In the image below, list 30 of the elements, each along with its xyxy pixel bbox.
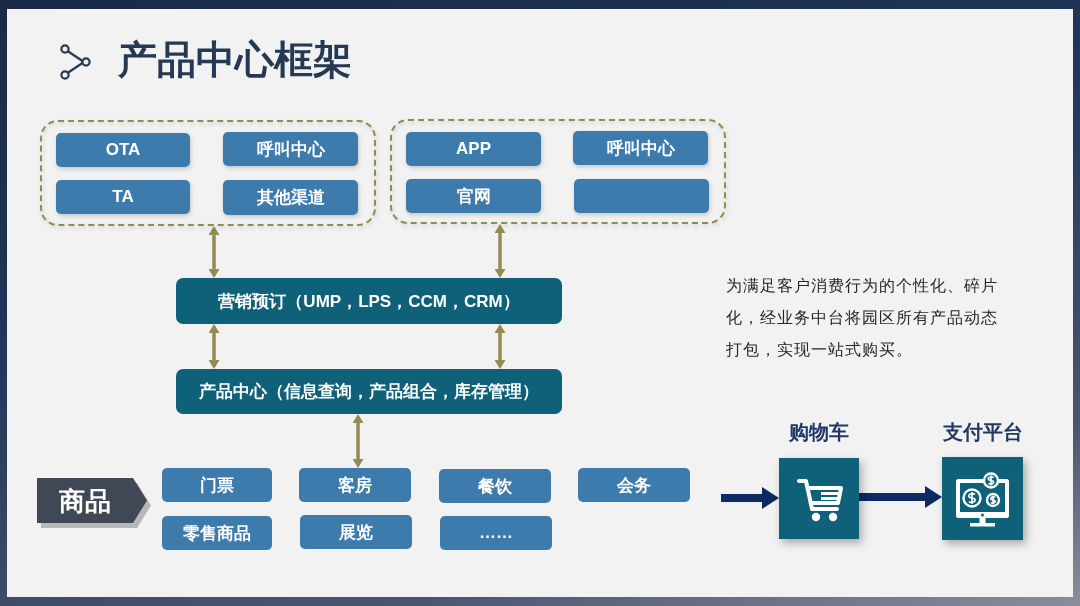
- item-box: 其他渠道: [223, 180, 358, 215]
- double-arrow: [494, 324, 506, 369]
- item-box: TA: [56, 180, 190, 214]
- arrow-tag: 商品: [37, 478, 151, 528]
- process-box: 产品中心（信息查询，产品组合，库存管理）: [176, 369, 562, 414]
- arrow: [859, 486, 942, 508]
- dashed-frame: [390, 119, 726, 224]
- item-box: 客房: [299, 468, 411, 502]
- dashed-frame: [40, 120, 376, 226]
- item-box: 门票: [162, 468, 272, 502]
- item-box: 餐饮: [439, 469, 551, 503]
- item-box: 呼叫中心: [573, 131, 708, 165]
- double-arrow: [494, 224, 506, 278]
- tile-heading: 支付平台: [942, 420, 1023, 445]
- item-box: OTA: [56, 133, 190, 167]
- tile-heading: 购物车: [788, 420, 850, 445]
- item-box: 官网: [406, 179, 541, 213]
- double-arrow: [208, 226, 220, 278]
- process-box: 营销预订（UMP，LPS，CCM，CRM）: [176, 278, 562, 324]
- double-arrow: [352, 414, 364, 468]
- double-arrow: [208, 324, 220, 369]
- description-text: 为满足客户消费行为的个性化、碎片化，经业务中台将园区所有产品动态打包，实现一站式购买。: [726, 276, 999, 360]
- item-box: 会务: [578, 468, 690, 502]
- item-box: APP: [406, 132, 541, 166]
- item-box: ……: [440, 516, 552, 550]
- item-box: 呼叫中心: [223, 132, 358, 166]
- title: 产品中心框架: [118, 38, 352, 82]
- item-box: 展览: [300, 515, 412, 549]
- item-box: [574, 179, 709, 213]
- item-box: 零售商品: [162, 516, 272, 550]
